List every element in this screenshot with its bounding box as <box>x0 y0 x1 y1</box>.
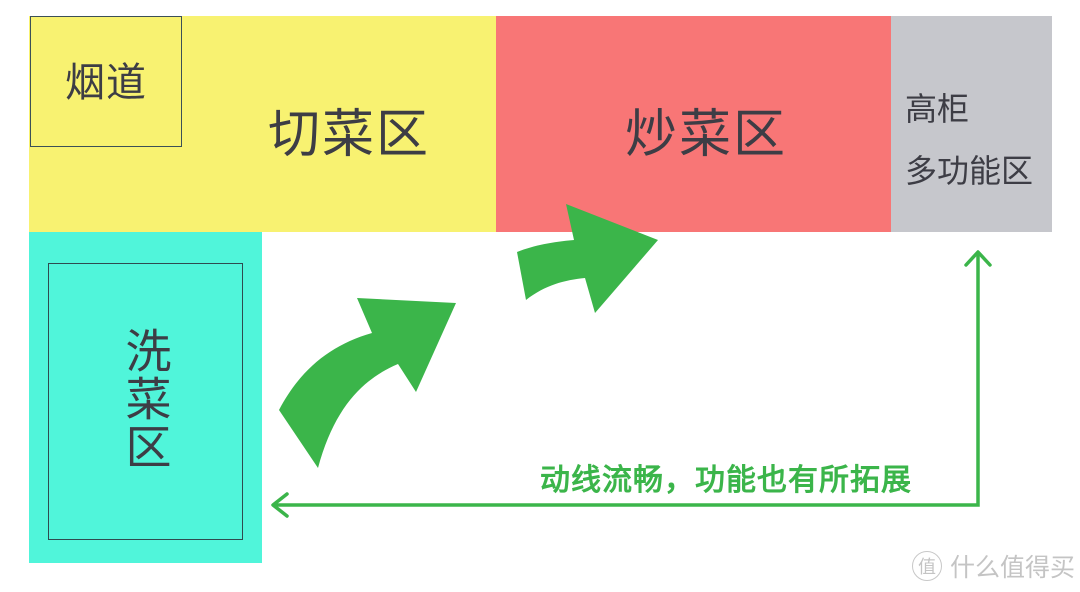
tall-cabinet-zone <box>891 16 1052 232</box>
cook-zone <box>496 16 891 232</box>
prep-zone <box>29 16 496 232</box>
wash-label: 洗菜区 <box>118 326 173 471</box>
chimney-box: 烟道 <box>30 16 182 147</box>
tall-cabinet-label: 高柜 多功能区 <box>905 78 1033 202</box>
flow-caption: 动线流畅，功能也有所拓展 <box>540 463 912 498</box>
arrow-up-icon <box>964 250 992 267</box>
watermark-text: 什么值得买 <box>950 553 1076 582</box>
chimney-label: 烟道 <box>65 59 147 106</box>
curved-arrow-icon <box>279 298 456 468</box>
curved-arrow-icon <box>517 204 658 313</box>
tall-cabinet-label-line1: 高柜 <box>905 90 970 128</box>
watermark-badge-icon: 值 <box>912 551 942 581</box>
cook-label: 炒菜区 <box>625 105 788 165</box>
return-loop-line <box>275 254 980 507</box>
wash-box: 洗菜区 <box>48 263 243 540</box>
tall-cabinet-label-line2: 多功能区 <box>905 152 1034 190</box>
wash-zone <box>29 232 262 563</box>
watermark: 值 什么值得买 <box>912 548 1075 584</box>
arrow-left-icon <box>271 492 289 518</box>
prep-label: 切菜区 <box>268 105 431 165</box>
